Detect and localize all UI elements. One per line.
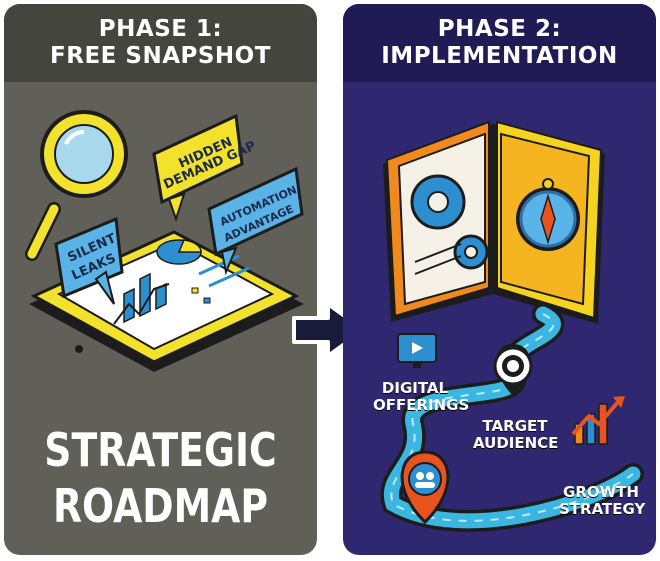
tablet-icon bbox=[29, 230, 304, 372]
roadmap-line2: ROADMAP bbox=[53, 479, 268, 533]
phase1-illustration: HIDDEN DEMAND GAP SILENT LEAKS AUTOMATIO… bbox=[25, 110, 304, 372]
digital-offerings-label: DIGITAL OFFERINGS bbox=[373, 379, 470, 414]
phase1-title-line1: PHASE 1: bbox=[98, 16, 223, 42]
growth-line1: GROWTH bbox=[563, 483, 639, 501]
silent-leaks-bubble: SILENT LEAKS bbox=[54, 216, 124, 305]
target-pin-icon bbox=[493, 344, 533, 396]
roadmap-line1: STRATEGIC bbox=[44, 423, 277, 477]
growth-strategy-label: GROWTH STRATEGY bbox=[559, 483, 646, 518]
phase2-illustration bbox=[380, 120, 644, 532]
phase2-title-line1: PHASE 2: bbox=[437, 16, 562, 42]
monitor-icon bbox=[397, 333, 437, 368]
phase2-panel: PHASE 2: IMPLEMENTATION bbox=[343, 4, 656, 555]
audience-pin-icon bbox=[400, 450, 450, 525]
phase1-title-line2: FREE SNAPSHOT bbox=[50, 43, 271, 69]
target-line1: TARGET bbox=[482, 417, 548, 435]
phase2-header: PHASE 2: IMPLEMENTATION bbox=[343, 4, 656, 82]
notebook-icon bbox=[383, 120, 605, 324]
digital-line2: OFFERINGS bbox=[373, 396, 470, 414]
phase2-title-line2: IMPLEMENTATION bbox=[381, 43, 618, 69]
automation-advantage-bubble: AUTOMATION ADVANTAGE bbox=[207, 166, 304, 276]
growth-line2: STRATEGY bbox=[559, 500, 646, 518]
digital-line1: DIGITAL bbox=[381, 379, 449, 397]
target-line2: AUDIENCE bbox=[473, 434, 559, 452]
strategic-roadmap-title: STRATEGIC ROADMAP bbox=[32, 422, 289, 534]
target-audience-label: TARGET AUDIENCE bbox=[473, 417, 559, 452]
growth-chart-icon bbox=[571, 396, 625, 445]
magnifying-glass-icon bbox=[25, 110, 128, 261]
phase1-panel: PHASE 1: FREE SNAPSHOT bbox=[4, 4, 317, 555]
phase1-header: PHASE 1: FREE SNAPSHOT bbox=[4, 4, 317, 82]
